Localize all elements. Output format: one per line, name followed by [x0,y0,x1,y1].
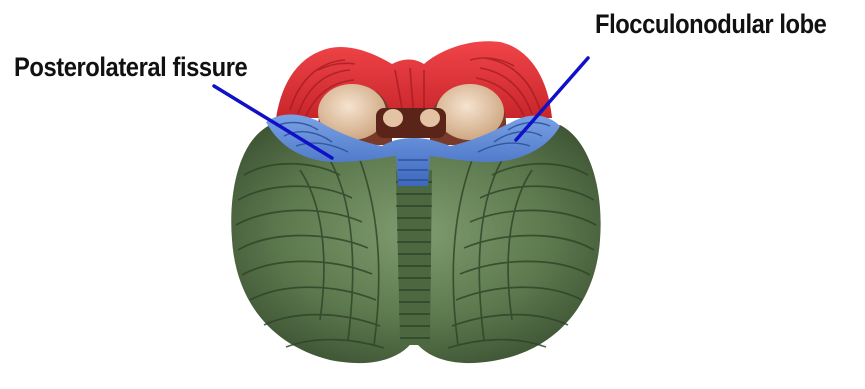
label-posterolateral-fissure: Posterolateral fissure [14,52,247,83]
label-flocculonodular-lobe: Flocculonodular lobe [595,9,826,40]
